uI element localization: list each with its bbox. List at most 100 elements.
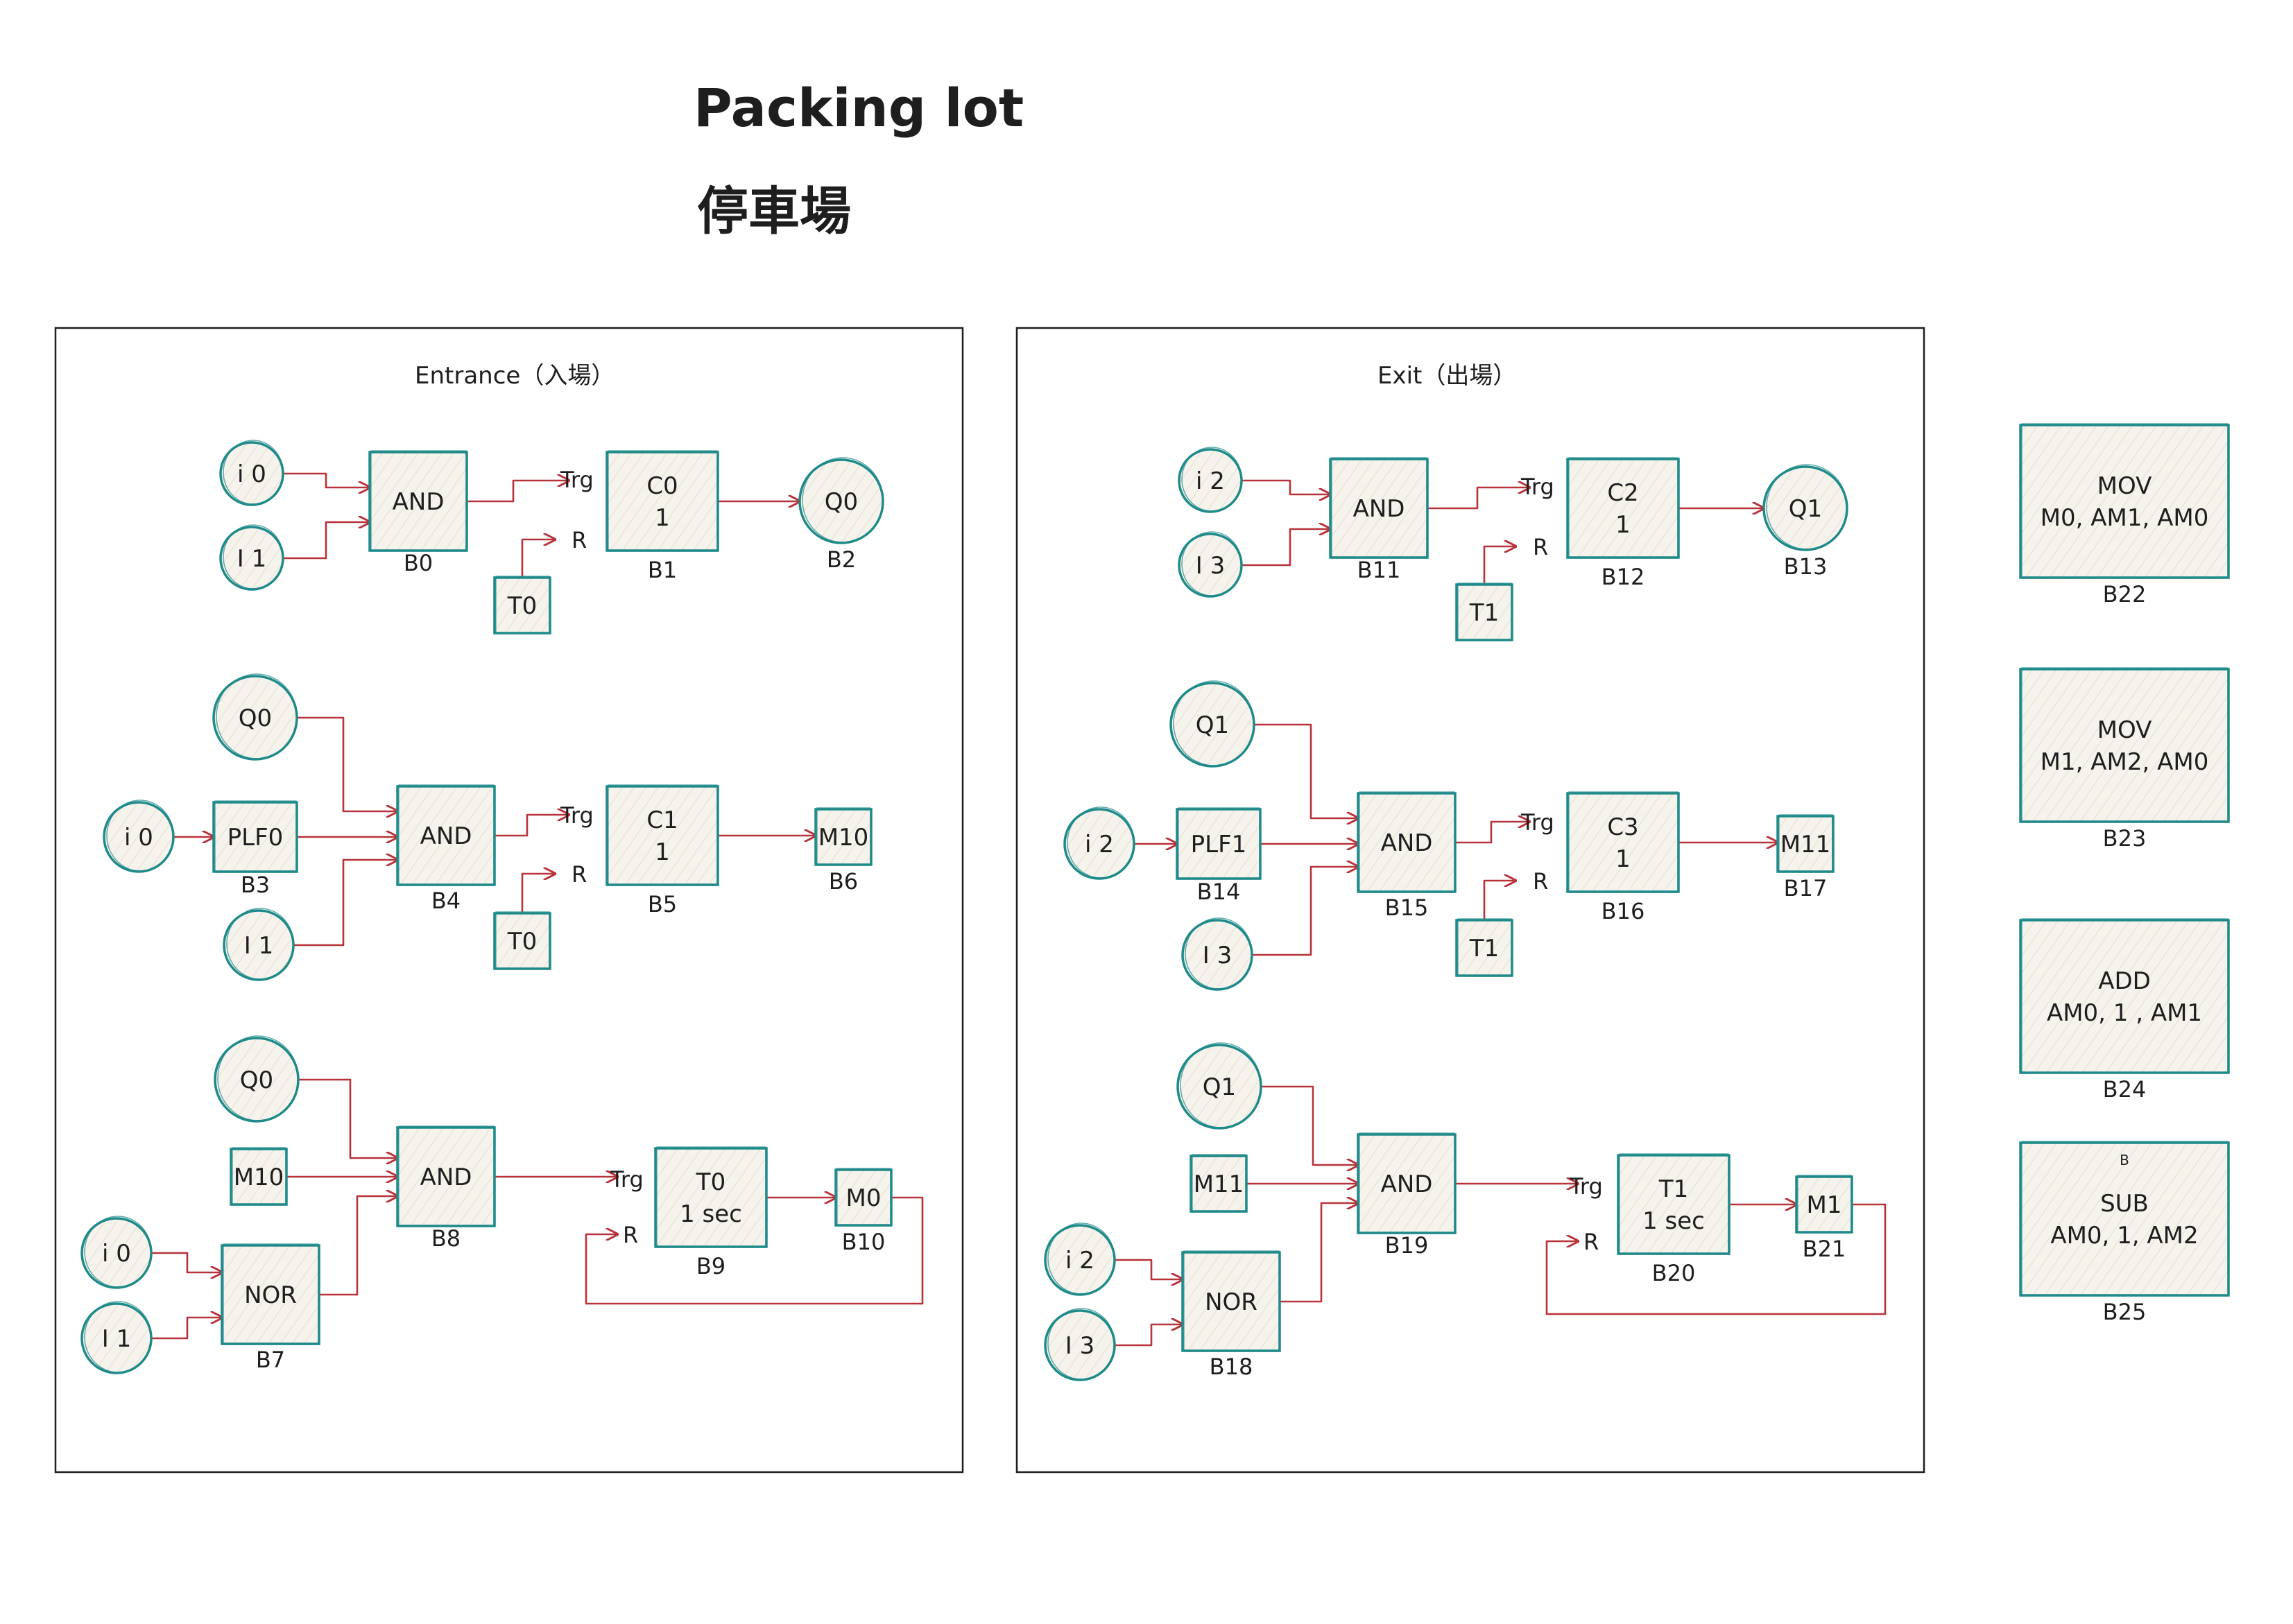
block-label: B0 [404,550,433,576]
node-text: i 2 [1085,831,1114,858]
node-x_t1b[interactable]: T1 [1455,918,1513,977]
node-text: PLF0 [227,824,284,852]
node-shape [212,801,298,873]
node-shape [606,451,719,552]
node-shape [1617,1154,1731,1255]
node-e_m10[interactable]: M10 [230,1147,288,1206]
node-text: T1 [1469,935,1499,962]
node-x_q1b[interactable]: Q1 [1176,1042,1262,1130]
node-b0[interactable]: AND B0 [368,450,468,576]
block-label: B16 [1601,898,1645,924]
node-text: Q1 [1203,1073,1236,1101]
block-label: B18 [1210,1354,1253,1380]
node-text: 1 [655,504,670,532]
block-label: B6 [829,868,858,895]
wire [319,1196,397,1296]
node-e_i1a[interactable]: I 1 [219,524,284,591]
block-label: B21 [1803,1236,1846,1262]
node-text: MOV [2097,472,2152,500]
node-e_i1b[interactable]: I 1 [223,908,295,981]
node-shape [2019,919,2230,1074]
node-x_i3a[interactable]: I 3 [1178,531,1243,598]
node-shape [221,1244,320,1345]
node-e_i1c[interactable]: I 1 [80,1301,153,1374]
node-text: M1 [1807,1191,1842,1219]
node-e_i0b[interactable]: i 0 [103,800,175,873]
node-e_i0a[interactable]: i 0 [219,440,284,506]
node-x_i2c[interactable]: i 2 [1044,1223,1116,1296]
block-label: B5 [648,891,677,917]
page-title: Packing lot [694,77,1024,139]
node-text: 1 [1615,845,1631,873]
node-e_i0c[interactable]: i 0 [80,1216,153,1289]
node-e_t0a[interactable]: T0 [493,576,551,634]
node-x_i3c[interactable]: I 3 [1044,1308,1116,1381]
block-label: B17 [1784,875,1828,901]
wire [1242,529,1330,567]
wire [585,1196,924,1305]
node-text: M1, AM2, AM0 [2041,748,2209,776]
node-shape [368,451,468,552]
node-text: M11 [1194,1171,1244,1198]
node-shape [1455,919,1513,977]
node-text: C2 [1607,479,1638,507]
block-label: B13 [1784,553,1828,580]
trigger-pin-label: Trg [610,1166,644,1193]
node-text: AND [1353,495,1405,523]
node-text: C3 [1607,813,1638,841]
node-x_i2b[interactable]: i 2 [1063,806,1135,880]
node-shape [1357,1133,1457,1234]
node-e_q0b[interactable]: Q0 [214,1035,300,1123]
block-label: B14 [1197,879,1241,905]
block-label: B12 [1601,564,1645,590]
node-shape [493,576,551,634]
node-e_q0a[interactable]: Q0 [212,673,298,761]
wire [298,1078,397,1158]
node-text: AND [393,488,445,516]
node-text: T0 [696,1168,725,1196]
node-e_t0b[interactable]: T0 [493,911,551,970]
wire [521,874,555,913]
node-text: i 0 [102,1240,131,1268]
node-x_q1a[interactable]: Q1 [1169,680,1255,768]
node-x_i3b[interactable]: I 3 [1181,917,1253,991]
block-label: B3 [241,872,270,898]
node-x_t1a[interactable]: T1 [1455,582,1513,641]
wire [1483,881,1515,920]
node-shape [396,1126,496,1227]
node-text: AND [420,1164,472,1191]
node-text: Q0 [240,1066,273,1094]
wire [1252,867,1358,956]
node-x_i2a[interactable]: i 2 [1178,447,1243,513]
node-x_m11[interactable]: M11 [1190,1154,1248,1213]
reset-pin-label: R [572,527,587,553]
node-shape [1329,458,1429,559]
